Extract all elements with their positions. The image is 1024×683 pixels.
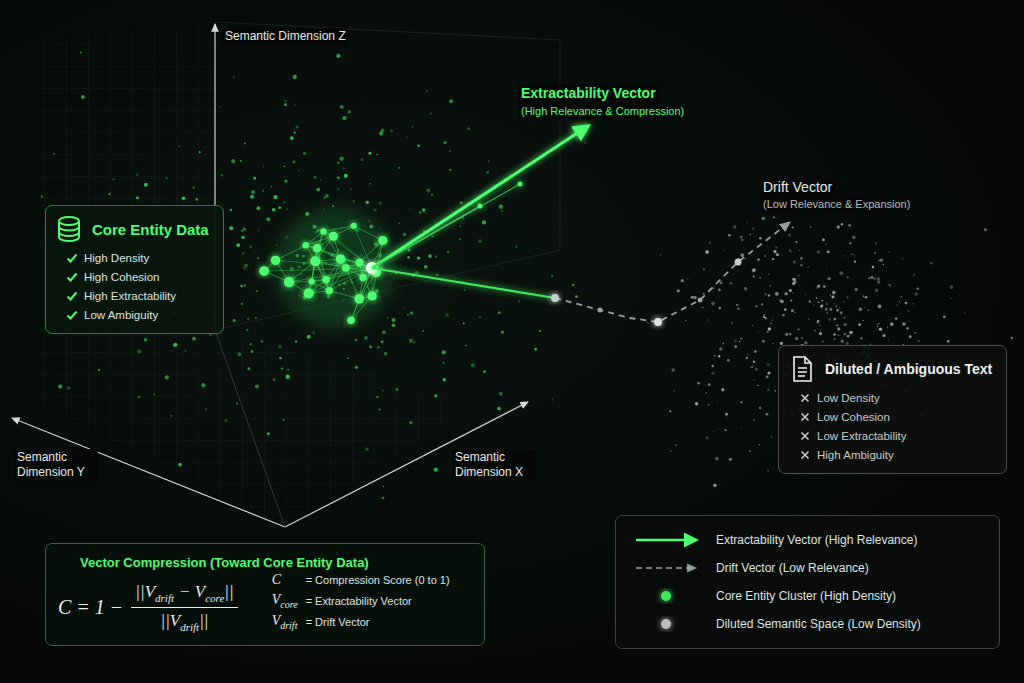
extractability-vector [372,126,588,298]
document-icon [787,354,817,384]
check-mark [66,309,78,321]
legend-swatch [634,616,704,632]
formula-subscript: drift [155,592,174,604]
formula-term: − V [179,582,205,601]
formula-term: V [272,592,281,607]
cross-mark [799,411,811,423]
legend-line-sample [634,532,704,548]
legend-text: Core Entity Cluster (High Density) [716,589,896,603]
formula-subscript: core [205,592,224,604]
axis-guide [215,330,285,527]
list-item: Low Density [817,392,880,404]
box-heading: Core Entity Data [92,221,209,238]
green-scatter [41,52,586,500]
list-item: Low Extractability [817,430,906,442]
diluted-text-box: Diluted / Ambiguous TextLow DensityLow C… [778,345,1007,474]
formula-term: V [272,613,281,628]
cross-mark [799,449,811,461]
formula-box: Vector Compression (Toward Core Entity D… [45,543,485,646]
formula-term: || [199,611,208,630]
check-mark [66,252,78,264]
list-item: Low Ambiguity [84,309,158,321]
formula-heading: Vector Compression (Toward Core Entity D… [80,555,468,570]
gray-scatter [647,216,1013,487]
axis-label: Semantic Dimension Z [222,28,349,45]
list-item: High Ambiguity [817,449,894,461]
cross-mark [799,430,811,442]
vector-subtitle: (Low Relevance & Expansion) [760,197,913,213]
legend-swatch [634,588,704,604]
formula-subscript: core [280,599,297,610]
fraction: ||Vdrift− Vcore||||Vdrift|| [131,582,237,633]
list-item: High Extractability [84,290,176,302]
definition-symbol: Vcore [272,592,306,610]
definition-text: = Extractability Vector [306,595,412,607]
formula-subscript: drift [280,620,297,631]
floor-grid [40,330,480,527]
vector-title: Extractability Vector [518,84,659,104]
vector-title: Drift Vector [760,178,835,198]
legend-text: Diluted Semantic Space (Low Density) [716,617,921,631]
formula-term: ||V [135,582,155,601]
definition-text: = Drift Vector [306,616,370,628]
check-mark [66,271,78,283]
formula-term: ||V [160,611,180,630]
core-entity-box: Core Entity DataHigh DensityHigh Cohesio… [45,205,224,334]
axis-label: Semantic Dimension Y [14,449,98,481]
legend-box: Extractability Vector (High Relevance) Dr… [615,515,1000,649]
legend-text: Extractability Vector (High Relevance) [716,533,917,547]
formula-term: || [224,582,233,601]
formula-subscript: drift [180,621,199,633]
definition-symbol: C [272,572,306,588]
formula-term: C [272,572,281,587]
definition-symbol: Vdrift [272,613,306,631]
axis-label: Semantic Dimension X [452,449,536,481]
formula-term: C = 1 − [58,596,123,619]
core-cluster [259,223,387,324]
list-item: High Cohesion [84,271,159,283]
check-mark [66,290,78,302]
database-icon [54,214,84,244]
definition-text: = Compression Score (0 to 1) [306,574,450,586]
box-heading: Diluted / Ambiguous Text [825,361,992,377]
wall-outline [215,22,560,330]
vector-subtitle: (High Relevance & Compression) [518,104,687,120]
legend-text: Drift Vector (Low Relevance) [716,561,869,575]
list-item: High Density [84,252,149,264]
y-axis [12,418,285,527]
drift-vector [551,222,790,326]
cross-mark [799,392,811,404]
list-item: Low Cohesion [817,411,890,423]
legend-line-sample [634,560,704,576]
